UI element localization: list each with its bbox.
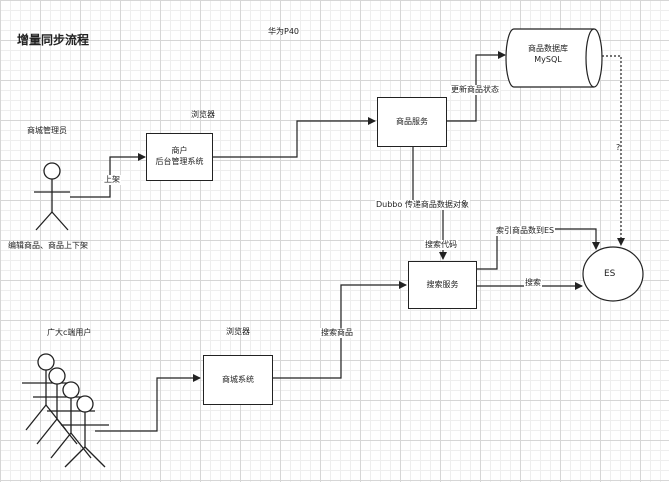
source-note: 华为P40	[268, 27, 300, 36]
admin-actor-figure	[34, 162, 70, 231]
user-browser-label: 浏览器	[226, 327, 250, 336]
database-label-line1: 商品数据库	[528, 44, 568, 53]
edge-label-publish: 上架	[103, 175, 121, 185]
backend-system-label-line1: 商户	[171, 146, 188, 156]
diagram-title: 增量同步流程	[17, 33, 90, 47]
edge-label-update-status: 更新商品状态	[450, 85, 500, 95]
edge-label-index-to-es: 索引商品数到ES	[495, 226, 556, 236]
users-role-label: 广大c端用户	[47, 328, 92, 337]
edge-label-unknown: ?	[616, 143, 621, 152]
database-cylinder	[505, 28, 603, 88]
edge-label-dubbo: Dubbo 传递商品数据对象	[375, 200, 470, 210]
database-node[interactable]: 商品数据库 MySQL	[522, 44, 574, 66]
admin-browser-label: 浏览器	[191, 110, 215, 119]
edge-backend-to-product	[213, 117, 376, 158]
edge-users-to-mall	[95, 374, 201, 432]
admin-role-label: 商城管理员	[27, 126, 67, 135]
backend-system-node[interactable]: 商户 后台管理系统	[146, 133, 213, 181]
product-service-label: 商品服务	[396, 116, 428, 126]
backend-system-label-line2: 后台管理系统	[155, 157, 204, 166]
edge-label-search-code: 搜索代码	[424, 240, 458, 250]
search-service-node[interactable]: 搜索服务	[408, 261, 477, 309]
database-label-line2: MySQL	[534, 54, 562, 64]
product-service-node[interactable]: 商品服务	[377, 97, 447, 147]
edge-label-search-products: 搜索商品	[320, 328, 354, 338]
admin-caption: 编辑商品、商品上下架	[8, 241, 88, 250]
edge-label-search: 搜索	[524, 278, 542, 288]
es-node-label[interactable]: ES	[604, 269, 616, 279]
mall-system-label: 商城系统	[222, 374, 254, 384]
search-service-label: 搜索服务	[426, 279, 459, 289]
es-node-shape	[582, 246, 644, 302]
users-actor-figures	[22, 353, 109, 468]
edge-database-to-es	[602, 55, 625, 246]
mall-system-node[interactable]: 商城系统	[203, 355, 273, 405]
